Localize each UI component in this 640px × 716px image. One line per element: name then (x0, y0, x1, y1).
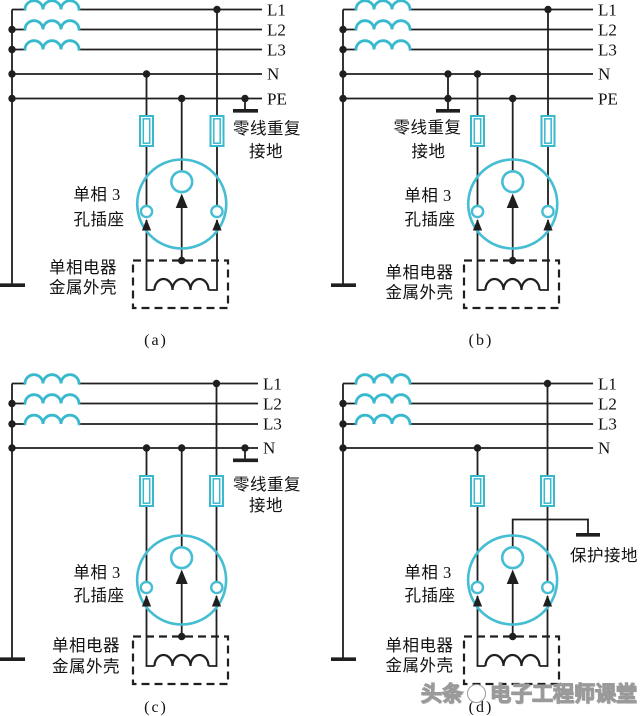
bus-label-n: N (263, 438, 276, 458)
caption: (a) (144, 331, 168, 349)
connection-dots (8, 379, 249, 641)
appliance-coil-icon (484, 277, 541, 292)
shell-label: 单相电器 (49, 257, 117, 277)
repeated-ground-note: 接地 (411, 141, 446, 161)
repeated-ground-note: 零线重复 (233, 474, 301, 494)
bus-label-l1: L1 (267, 0, 286, 19)
bus-label-pe: PE (267, 89, 287, 108)
bus-label-pe: PE (598, 89, 618, 108)
socket-label: 孔插座 (404, 585, 456, 605)
bus-label-l3: L3 (598, 414, 617, 434)
wires (11, 382, 258, 667)
bus-label-l3: L3 (598, 40, 617, 59)
watermark-channel: 电子工程师课堂 (489, 681, 637, 706)
bus-label-l1: L1 (598, 374, 617, 393)
fuse-icon (209, 475, 224, 507)
ground-icon (331, 109, 460, 288)
transformer-coil-icon (23, 373, 81, 426)
fuse-icon (209, 115, 225, 147)
repeated-ground-note: 接地 (249, 495, 283, 515)
socket-label: 单相 3 (73, 184, 121, 204)
protective-ground-note: 保护接地 (570, 545, 638, 565)
bus-label-n: N (598, 438, 611, 458)
watermark: 头条 电子工程师课堂 (420, 678, 637, 708)
bus-label-n: N (598, 64, 611, 84)
transformer-coil-icon (354, 0, 412, 51)
transformer-coil-icon (23, 0, 81, 51)
fuse-icon (540, 475, 555, 507)
watermark-source: 头条 (420, 681, 463, 706)
bus-label-l1: L1 (263, 374, 282, 393)
wires (11, 8, 262, 291)
diagram-d (331, 373, 600, 686)
fuse-icon (470, 115, 485, 147)
connection-dots (8, 5, 249, 265)
diagram-c (0, 373, 258, 686)
socket-label: 孔插座 (73, 585, 125, 605)
socket-label: 单相 3 (404, 562, 452, 582)
socket-label: 孔插座 (73, 209, 125, 229)
shell-label: 单相电器 (52, 635, 120, 655)
shell-label: 单相电器 (385, 635, 454, 655)
socket-label: 单相 3 (404, 185, 452, 205)
fuse-icon (139, 115, 154, 147)
bus-label-l2: L2 (267, 20, 286, 39)
bus-label-l2: L2 (598, 394, 617, 413)
socket-label: 单相 3 (73, 562, 121, 582)
diagram-a (0, 0, 262, 310)
repeated-ground-note: 零线重复 (233, 118, 301, 138)
appliance-shell-box (462, 635, 561, 686)
appliance-coil-icon (484, 653, 541, 668)
appliance-shell-box (131, 635, 230, 686)
ground-icon (331, 532, 600, 662)
ground-icon (0, 458, 258, 662)
bus-label-l3: L3 (267, 40, 286, 59)
repeated-ground-note: 接地 (249, 141, 283, 161)
shell-label: 金属外壳 (52, 656, 120, 676)
shell-label: 金属外壳 (49, 277, 117, 297)
fuse-icon (139, 475, 154, 507)
wires (342, 8, 593, 291)
bus-label-l3: L3 (263, 414, 282, 434)
connection-dots (339, 379, 552, 641)
connection-dots (339, 5, 552, 265)
appliance-shell-box (462, 259, 561, 310)
wires (342, 382, 593, 667)
appliance-shell-box (131, 259, 230, 310)
shell-label: 金属外壳 (385, 655, 454, 675)
transformer-coil-icon (354, 373, 412, 426)
socket-label: 孔插座 (404, 209, 456, 229)
caption: (b) (468, 331, 494, 349)
fuse-icon (470, 475, 485, 507)
shell-label: 单相电器 (385, 262, 454, 282)
ground-icon (0, 109, 258, 288)
appliance-coil-icon (153, 653, 210, 668)
diagram-b (331, 0, 593, 310)
fuse-icon (540, 115, 556, 147)
appliance-coil-icon (153, 277, 210, 292)
bus-label-l2: L2 (598, 20, 617, 39)
toutiao-logo-icon (467, 683, 486, 703)
caption: (c) (144, 699, 168, 716)
shell-label: 金属外壳 (385, 282, 454, 302)
bus-label-n: N (267, 64, 280, 84)
repeated-ground-note: 零线重复 (393, 117, 462, 137)
bus-label-l1: L1 (598, 0, 617, 19)
bus-label-l2: L2 (263, 394, 282, 413)
caption: (d) (468, 699, 494, 716)
